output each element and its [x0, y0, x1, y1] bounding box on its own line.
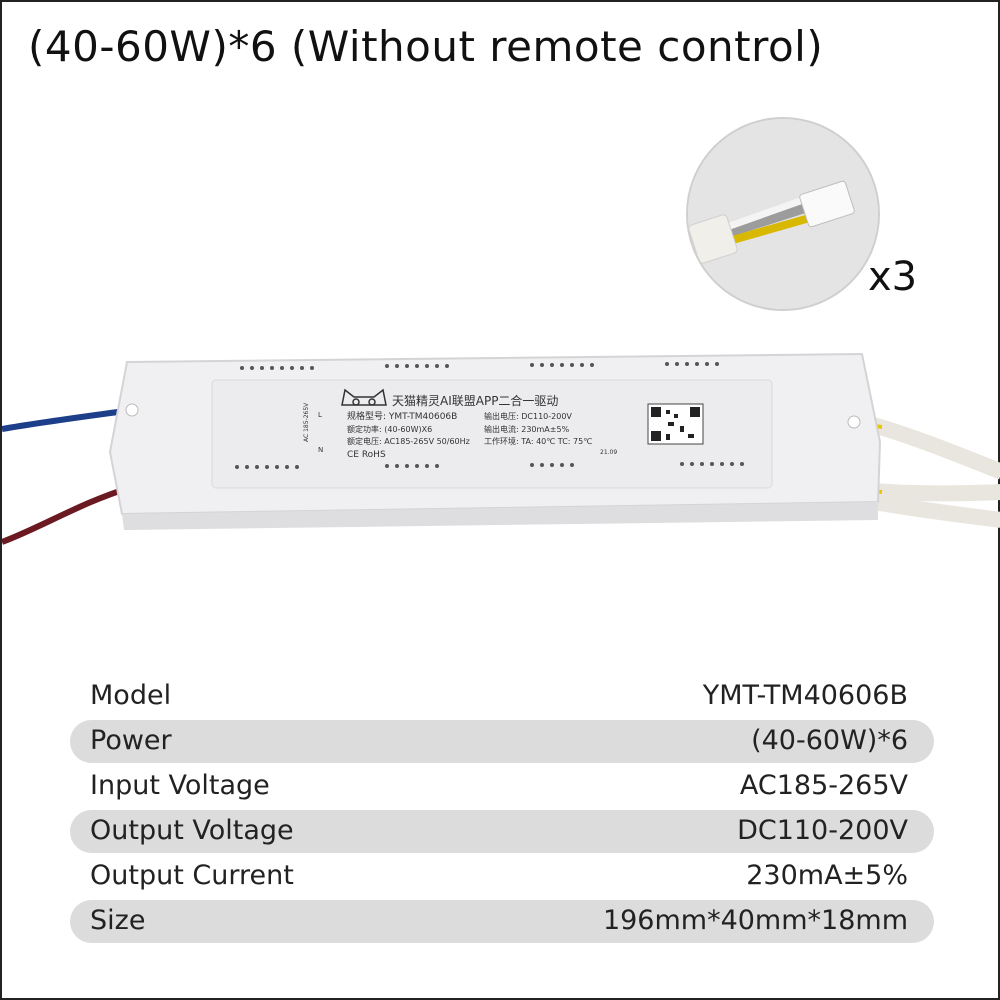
- label-line: 天猫精灵AI联盟APP二合一驱动: [392, 393, 558, 408]
- spec-row-output-voltage: Output Voltage DC110-200V: [70, 809, 934, 854]
- spec-value: AC185-265V: [739, 770, 908, 801]
- label-line: AC 185-265V: [303, 402, 310, 442]
- label-line: 额定功率: (40-60W)X6: [347, 424, 432, 434]
- label-line: 规格型号: YMT-TM40606B: [347, 410, 457, 422]
- spec-row-size: Size 196mm*40mm*18mm: [70, 899, 934, 944]
- connector-image: [688, 119, 878, 309]
- row-shading: [70, 720, 934, 763]
- spec-label: Size: [90, 905, 146, 936]
- spec-row-power: Power (40-60W)*6: [70, 719, 934, 764]
- label-line: L: [318, 411, 322, 419]
- spec-row-input-voltage: Input Voltage AC185-265V: [70, 764, 934, 809]
- spec-row-output-current: Output Current 230mA±5%: [70, 854, 934, 899]
- label-line: 输出电压: DC110-200V: [484, 411, 572, 421]
- spec-value: 230mA±5%: [746, 860, 908, 891]
- spec-label: Input Voltage: [90, 770, 270, 801]
- spec-value: (40-60W)*6: [751, 725, 908, 756]
- spec-value: 196mm*40mm*18mm: [602, 905, 908, 936]
- spec-label: Power: [90, 725, 172, 756]
- spec-label: Output Voltage: [90, 815, 294, 846]
- spec-value: DC110-200V: [737, 815, 908, 846]
- page-title: (40-60W)*6 (Without remote control): [28, 22, 824, 71]
- label-line: 21.09: [600, 449, 617, 456]
- row-shading: [70, 900, 934, 943]
- cat-logo: [341, 388, 387, 406]
- spec-row-model: Model YMT-TM40606B: [70, 674, 934, 719]
- quantity-label: x3: [868, 254, 918, 300]
- label-line: 工作环境: TA: 40℃ TC: 75℃: [484, 436, 592, 446]
- label-line: N: [318, 446, 323, 454]
- spec-label: Model: [90, 680, 172, 711]
- connector-closeup: [686, 117, 880, 311]
- led-driver-image: 天猫精灵AI联盟APP二合一驱动 规格型号: YMT-TM40606B 额定功率…: [2, 352, 1000, 545]
- spec-table: Model YMT-TM40606B Power (40-60W)*6 Inpu…: [70, 674, 934, 944]
- label-line: CE RoHS: [347, 450, 386, 460]
- spec-value: YMT-TM40606B: [702, 680, 908, 711]
- row-shading: [70, 810, 934, 853]
- qr-code: [647, 403, 704, 445]
- label-line: 额定电压: AC185-265V 50/60Hz: [347, 436, 470, 446]
- spec-label: Output Current: [90, 860, 294, 891]
- label-line: 输出电流: 230mA±5%: [484, 424, 570, 434]
